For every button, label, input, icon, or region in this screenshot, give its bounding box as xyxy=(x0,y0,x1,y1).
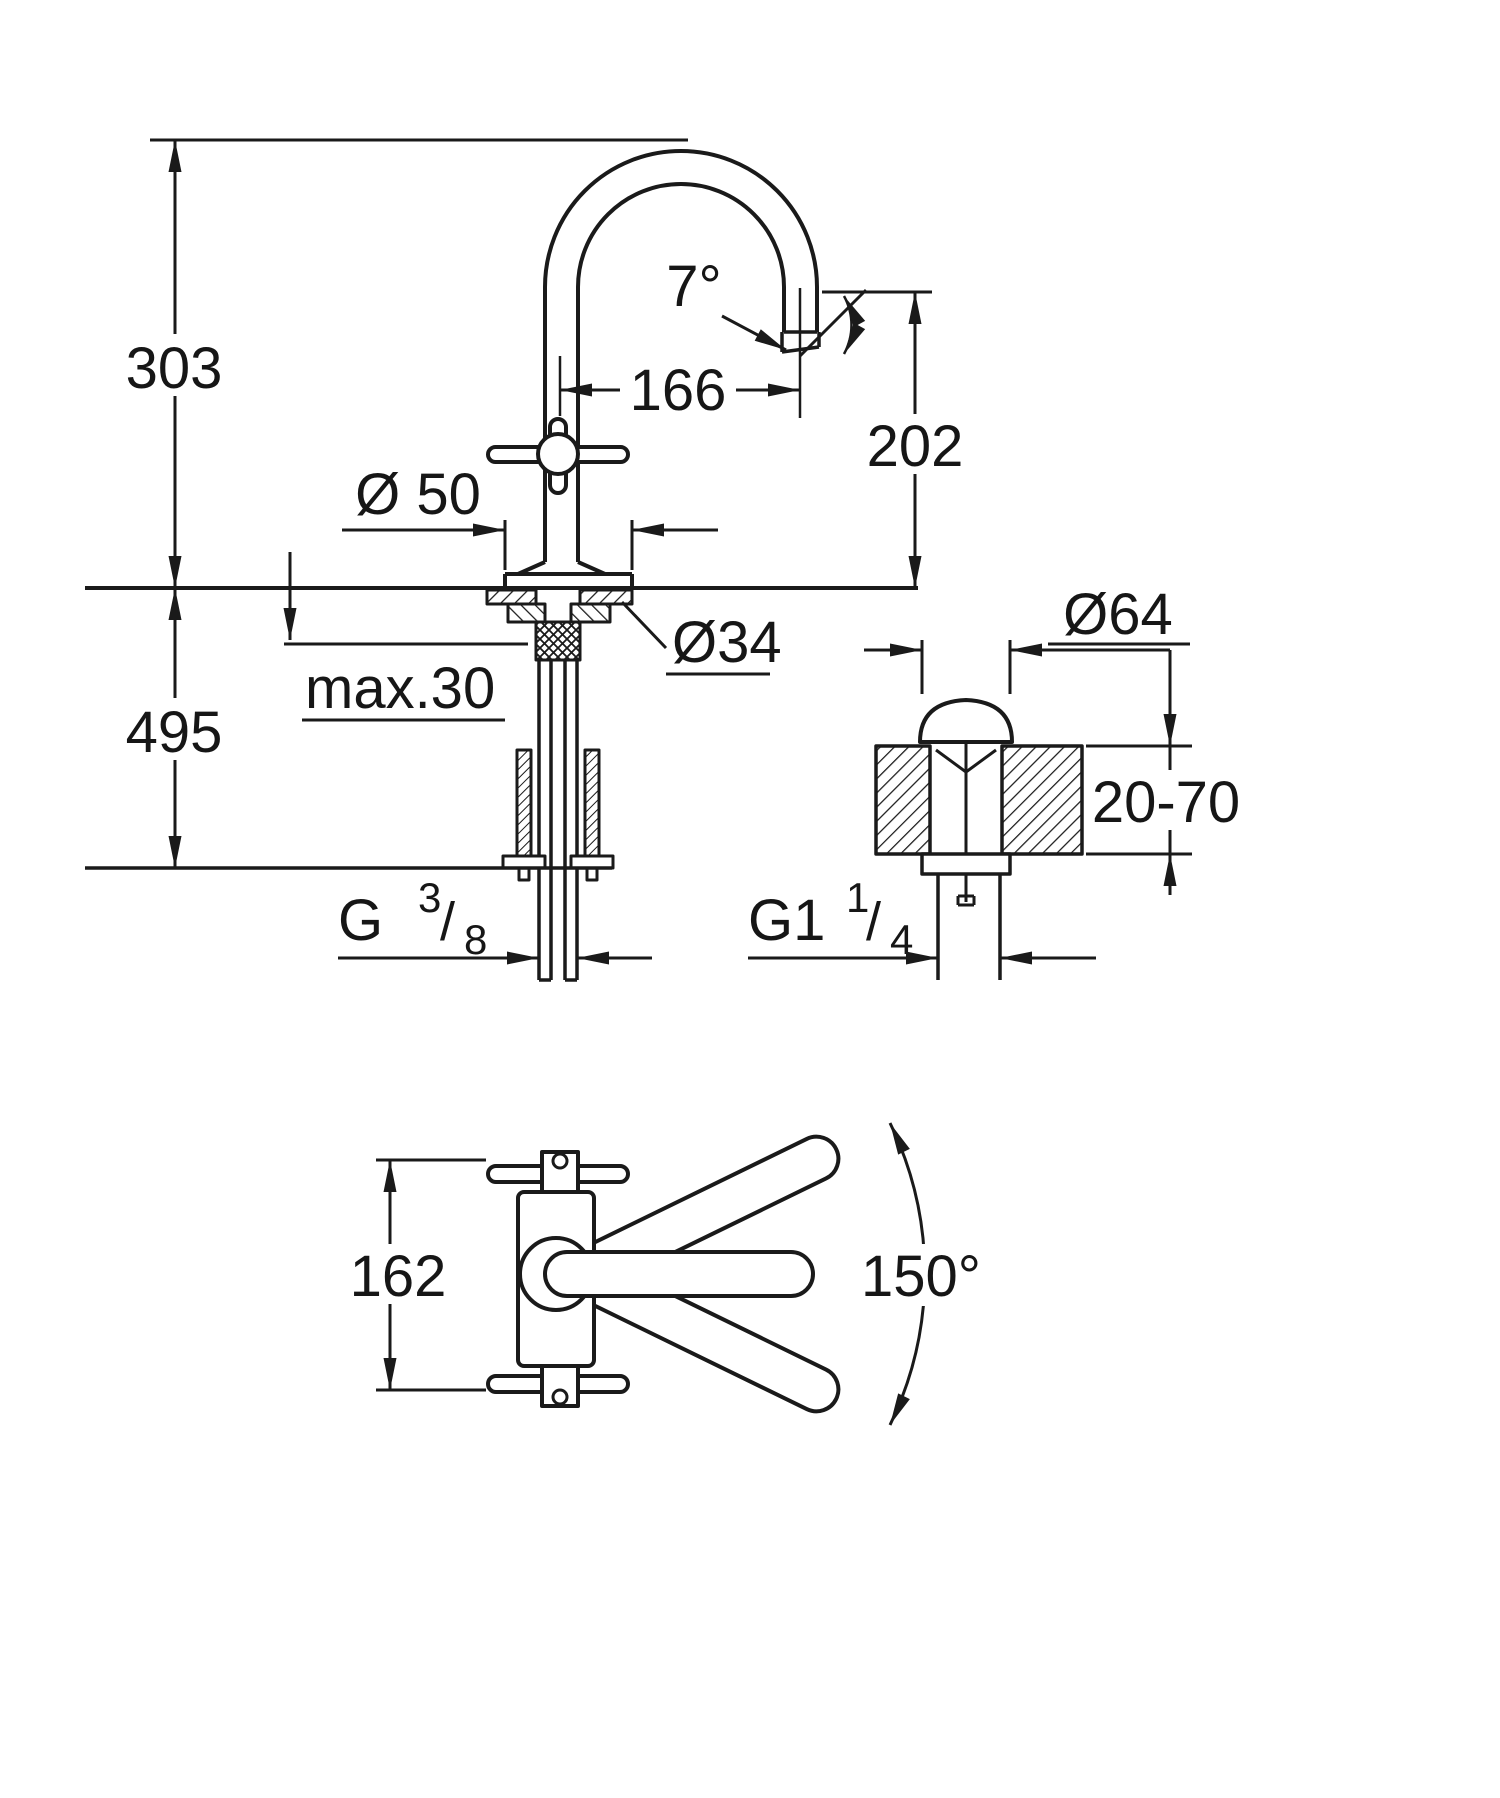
dim-label-overall-height: 495 xyxy=(126,700,223,765)
thread-label-supply-slash: / xyxy=(440,892,455,952)
dim-label-total-height: 303 xyxy=(126,336,223,401)
stud-screw-right xyxy=(585,866,599,882)
label-mask xyxy=(856,414,974,474)
dim-label-max-deck: max.30 xyxy=(305,656,495,721)
thread-label-waste-denominator: 4 xyxy=(890,916,913,963)
leader-hole-diameter xyxy=(620,600,668,650)
spout-outline-outer xyxy=(543,149,819,562)
label-mask xyxy=(1100,770,1232,830)
pop-up-waste-detail: Ø64 20-70 G1 1 / 4 xyxy=(748,582,1240,980)
lever-position-center xyxy=(543,1250,815,1298)
label-mask xyxy=(116,334,232,396)
faucet-front-view xyxy=(85,149,918,982)
dimensions-front-view: 303 495 166 202 7° Ø 50 Ø34 ma xyxy=(116,138,974,965)
dim-label-waste-cap-diameter: Ø64 xyxy=(1063,582,1173,647)
dim-label-handle-span: 162 xyxy=(350,1244,447,1309)
handle-top-view: 162 150° xyxy=(340,1122,992,1426)
dim-label-spout-reach: 166 xyxy=(630,358,727,423)
dim-label-spout-angle: 7° xyxy=(666,254,721,319)
angle-arc xyxy=(842,295,866,355)
cross-arm-top-screw xyxy=(551,1152,569,1170)
thread-label-supply-denominator: 8 xyxy=(464,916,487,963)
label-mask xyxy=(620,360,736,418)
dim-label-deck-range: 20-70 xyxy=(1092,770,1240,835)
mounting-nut-right xyxy=(569,602,612,624)
stud-foot-right xyxy=(569,854,615,870)
deck-section-detail-right xyxy=(1000,744,1084,856)
label-mask xyxy=(340,1244,456,1304)
leader-spout-angle xyxy=(721,314,787,352)
cross-arm-bottom-screw xyxy=(551,1388,569,1406)
waste-tailpiece xyxy=(936,874,1002,980)
waste-locknut xyxy=(920,852,1012,876)
thread-label-waste-prefix: G1 xyxy=(748,888,825,953)
thread-label-waste-slash: / xyxy=(866,892,881,952)
cross-arm-bottom-hub xyxy=(540,1364,580,1408)
deck-section-left xyxy=(485,588,538,606)
waste-mechanism xyxy=(935,744,997,872)
label-mask xyxy=(850,1244,992,1306)
dim-label-base-diameter: Ø 50 xyxy=(355,462,481,527)
thread-label-supply-numerator: 3 xyxy=(418,874,441,921)
dim-label-swivel-angle: 150° xyxy=(861,1244,981,1309)
dim-label-hole-diameter: Ø34 xyxy=(672,610,782,675)
thread-label-supply-prefix: G xyxy=(338,888,383,953)
threaded-shank xyxy=(534,620,582,662)
deck-section-right xyxy=(578,588,634,606)
spout-outline-inner xyxy=(576,182,786,562)
waste-cap xyxy=(918,698,1014,744)
deck-section-detail-left xyxy=(874,744,932,856)
base-flange xyxy=(503,572,634,588)
supply-tails xyxy=(537,660,579,982)
mounting-nut-left xyxy=(506,602,547,624)
waste-screw xyxy=(956,874,976,907)
thread-label-waste-numerator: 1 xyxy=(846,874,869,921)
stud-screw-left xyxy=(517,866,531,882)
stud-foot-left xyxy=(501,854,547,870)
label-mask xyxy=(116,698,232,760)
cross-arm-top-hub xyxy=(540,1150,580,1194)
mounting-stud-right xyxy=(583,748,601,858)
angle-ref-line xyxy=(798,288,868,358)
dim-label-spout-height: 202 xyxy=(867,414,964,479)
mounting-stud-left xyxy=(515,748,533,858)
cross-handle-hub xyxy=(536,432,580,476)
